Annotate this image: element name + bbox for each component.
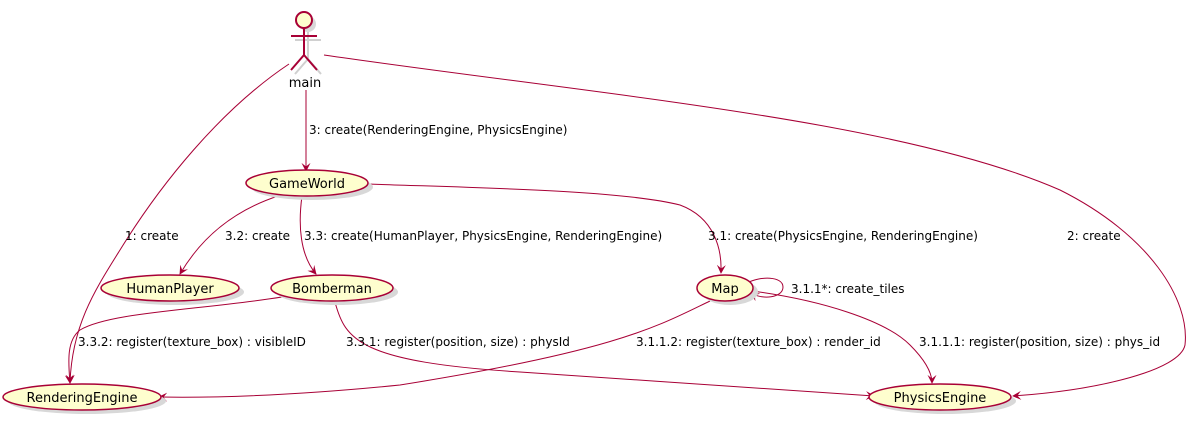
node-map: Map [696, 274, 758, 305]
label-create-bomberman: 3.3: create(HumanPlayer, PhysicsEngine, … [304, 229, 662, 243]
node-humanplayer: HumanPlayer [100, 274, 244, 305]
actor-main: main [289, 11, 322, 91]
node-bomberman-label: Bomberman [292, 282, 372, 297]
label-create-physics: 2: create [1067, 229, 1121, 243]
node-map-shape [696, 274, 754, 302]
node-gameworld-label: GameWorld [269, 177, 345, 192]
actor-body [290, 28, 318, 71]
node-gameworld-shape [245, 169, 369, 197]
label-create-tiles: 3.1.1*: create_tiles [791, 282, 905, 296]
edge-main-to-physicsengine [323, 54, 1186, 400]
node-renderingengine-label: RenderingEngine [27, 391, 138, 406]
edge-bomberman-to-renderingengine [64, 296, 283, 384]
node-bomberman: Bomberman [270, 274, 398, 305]
edge-map-to-physicsengine [751, 290, 937, 384]
actor-label: main [289, 76, 321, 91]
edge-bomberman-to-physicsengine [334, 301, 875, 401]
label-create-gameworld: 3: create(RenderingEngine, PhysicsEngine… [309, 123, 568, 137]
node-physicsengine: PhysicsEngine [868, 383, 1016, 414]
edge-main-to-renderingengine [65, 63, 290, 384]
edge-labels: 1: create 2: create 3: create(RenderingE… [78, 123, 1160, 349]
node-map-label: Map [711, 282, 738, 297]
edge-gameworld-to-bomberman [299, 195, 317, 275]
label-map-register-physics: 3.1.1.1: register(position, size) : phys… [919, 335, 1160, 349]
node-physicsengine-label: PhysicsEngine [894, 391, 987, 406]
node-bomberman-shape [270, 274, 394, 302]
label-map-register-rendering: 3.1.1.2: register(texture_box) : render_… [636, 335, 881, 349]
edge-map-to-renderingengine [158, 300, 711, 402]
node-humanplayer-label: HumanPlayer [126, 282, 214, 297]
edge-map-self-loop [746, 277, 784, 302]
label-bomberman-register-physics: 3.3.1: register(position, size) : physId [346, 335, 570, 349]
node-physicsengine-shape [868, 383, 1012, 411]
actor-head [295, 11, 313, 29]
edges [64, 54, 1186, 402]
node-renderingengine: RenderingEngine [2, 383, 166, 414]
node-humanplayer-shape [100, 274, 240, 302]
label-bomberman-register-rendering: 3.3.2: register(texture_box) : visibleID [78, 335, 306, 349]
label-create-rendering: 1: create [125, 229, 179, 243]
label-create-map: 3.1: create(PhysicsEngine, RenderingEngi… [708, 229, 978, 243]
label-create-humanplayer: 3.2: create [225, 229, 290, 243]
node-renderingengine-shape [2, 383, 162, 411]
edge-gameworld-to-humanplayer [179, 195, 279, 275]
node-gameworld: GameWorld [245, 169, 373, 200]
edge-gameworld-to-map [367, 183, 726, 274]
